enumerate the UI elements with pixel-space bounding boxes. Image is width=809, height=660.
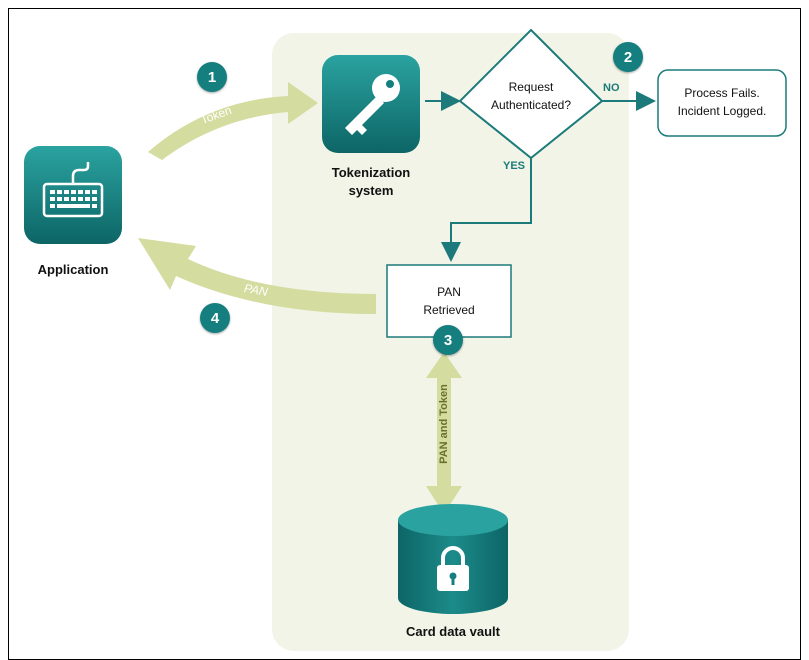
vault-cylinder	[398, 504, 508, 614]
application-icon-box	[24, 146, 122, 244]
decision-label-line1: Request	[508, 80, 554, 94]
decision-label: Request Authenticated?	[478, 78, 584, 114]
pan-arrow	[138, 238, 376, 314]
tokenization-label: Tokenization system	[311, 164, 431, 200]
token-arrow	[148, 82, 318, 160]
pan-and-token-label: PAN and Token	[438, 384, 450, 464]
pan-retrieved-line1: PAN	[437, 285, 461, 299]
pan-and-token-arrow	[426, 352, 462, 514]
lock-icon	[437, 546, 469, 591]
connector-yes	[441, 158, 532, 262]
tokenization-label-line2: system	[348, 183, 394, 198]
step-badge-1: 1	[197, 62, 227, 92]
pan-retrieved-line2: Retrieved	[423, 303, 475, 317]
step-badge-2: 2	[613, 42, 643, 72]
key-icon	[345, 74, 400, 135]
decision-label-line2: Authenticated?	[490, 98, 572, 112]
step-badge-4: 4	[200, 303, 230, 333]
no-label: NO	[603, 82, 620, 94]
step-badge-3: 3	[433, 325, 463, 355]
process-fails-line1: Process Fails.	[684, 86, 760, 100]
vault-label: Card data vault	[406, 624, 500, 639]
process-fails-label: Process Fails. Incident Logged.	[658, 84, 786, 120]
tokenization-label-line1: Tokenization	[331, 165, 411, 180]
process-fails-box	[657, 69, 787, 137]
keyboard-icon	[42, 162, 104, 218]
pan-retrieved-label: PAN Retrieved	[387, 283, 511, 319]
yes-label: YES	[503, 160, 526, 172]
process-fails-line2: Incident Logged.	[677, 104, 767, 118]
application-label: Application	[37, 262, 109, 277]
